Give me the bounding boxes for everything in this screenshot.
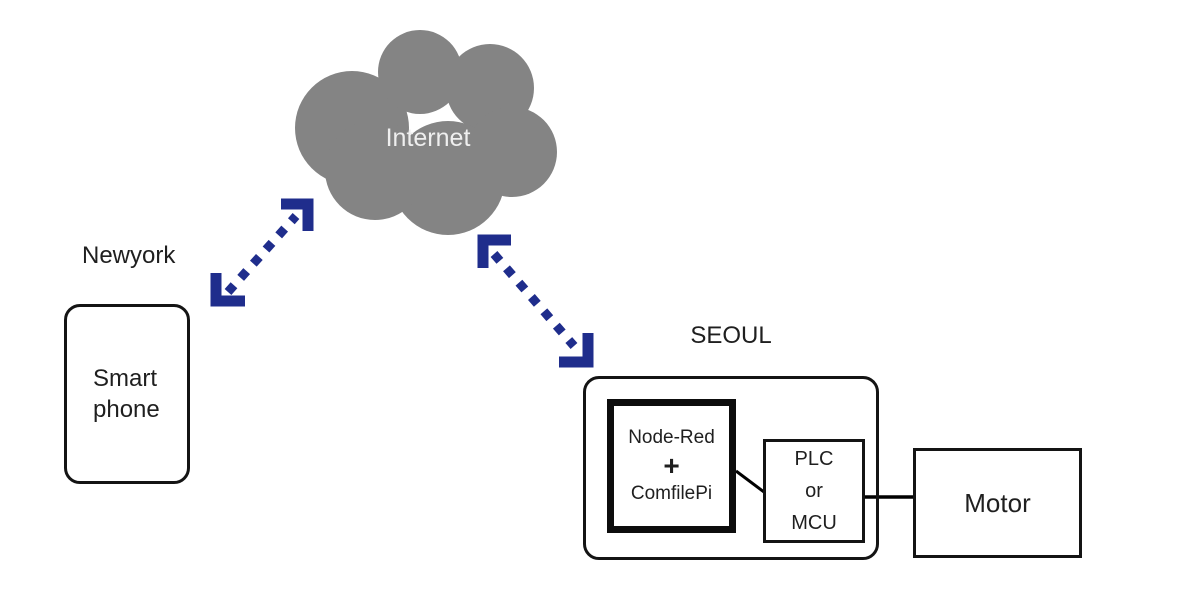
internet-cloud-shape <box>295 30 557 235</box>
smartphone-label-line1: Smart <box>93 365 158 392</box>
nodered-comfilepi-box: Node-Red + ComfilePi <box>607 399 736 533</box>
smartphone-label-line2: phone <box>93 396 160 423</box>
cloud-lobe <box>325 120 425 220</box>
nodered-label-line3: ComfilePi <box>630 483 713 504</box>
newyork-label: Newyork <box>82 242 176 269</box>
motor-box: Motor <box>913 448 1082 558</box>
cloud-lobe <box>378 30 462 114</box>
nodered-label-line1: Node-Red <box>628 427 715 448</box>
arrowhead-newyork-end <box>210 273 245 307</box>
arrowhead-cloud-end <box>477 234 511 268</box>
motor-label: Motor <box>964 487 1031 518</box>
plus-sign: + <box>663 450 680 481</box>
arrow-internet-seoul-line <box>490 251 578 349</box>
plc-label-line3: MCU <box>791 512 837 534</box>
arrowhead-seoul-end <box>559 333 594 368</box>
plc-label-line2: or <box>805 480 823 502</box>
arrow-newyork-internet-line <box>224 212 300 296</box>
smartphone-box: Smart phone <box>64 304 190 484</box>
plc-label-line1: PLC <box>794 448 834 470</box>
arrow-newyork-internet <box>210 198 314 307</box>
plc-mcu-box: PLC or MCU <box>763 439 865 543</box>
seoul-label: SEOUL <box>690 322 772 349</box>
arrowhead-internet-end <box>281 198 314 231</box>
arrow-internet-seoul <box>477 234 594 368</box>
internet-label: Internet <box>385 124 471 152</box>
seoul-box <box>583 376 879 560</box>
connector-nodered-plc <box>735 469 765 494</box>
